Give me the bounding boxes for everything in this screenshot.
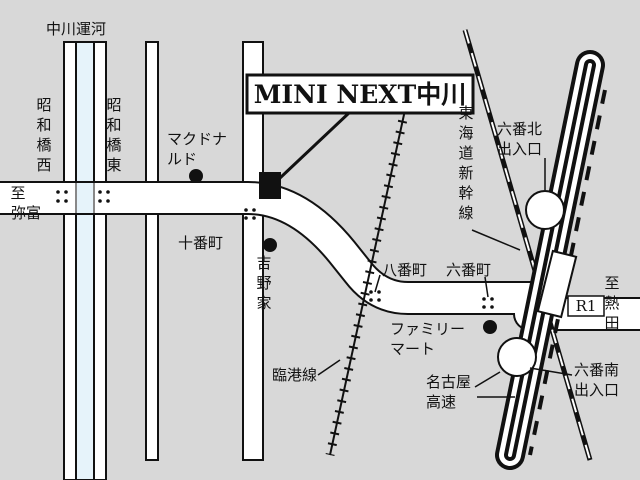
yoshinoya-label: 吉野家 bbox=[256, 254, 271, 312]
familymart-label: ファミリーマート bbox=[390, 320, 465, 358]
building bbox=[536, 249, 578, 319]
familymart-marker bbox=[483, 320, 497, 334]
nagoya-expressway-label: 名古屋高速 bbox=[426, 373, 471, 411]
store-title: MINI NEXT中川 bbox=[254, 80, 467, 109]
south-exit-label: 六番南出入口 bbox=[574, 361, 619, 399]
bridge-west-label: 昭和橋西 bbox=[36, 96, 51, 174]
store-location-marker bbox=[259, 172, 281, 199]
road-west-of-canal bbox=[63, 41, 77, 480]
route-r1-label: R1 bbox=[576, 297, 597, 315]
rinko-railway bbox=[325, 109, 410, 456]
north-exit-label: 六番北出入口 bbox=[497, 120, 542, 158]
to-atsuta-label: 至熱田 bbox=[604, 274, 619, 332]
north-exit-marker bbox=[525, 190, 565, 230]
rokubancho-label: 六番町 bbox=[446, 261, 491, 279]
nakagawa-canal bbox=[75, 41, 95, 480]
south-exit-marker bbox=[497, 337, 537, 377]
intersection-dots bbox=[56, 190, 494, 309]
to-yatomi-label: 至弥富 bbox=[10, 184, 41, 222]
route-r1-box bbox=[567, 295, 605, 317]
jubancho-label: 十番町 bbox=[178, 234, 223, 252]
main-road bbox=[0, 183, 640, 329]
road-east-of-canal bbox=[93, 41, 107, 480]
rinko-line-label: 臨港線 bbox=[272, 366, 317, 384]
mcdonalds-label: マクドナルド bbox=[167, 130, 227, 168]
hachibancho-label: 八番町 bbox=[382, 261, 427, 279]
shinkansen-label: 東海道新幹線 bbox=[458, 104, 473, 222]
store-title-box bbox=[245, 73, 475, 115]
mcdonalds-marker bbox=[189, 169, 203, 183]
yoshinoya-marker bbox=[263, 238, 277, 252]
road-n-s-east bbox=[242, 41, 264, 461]
store-callout-line bbox=[278, 110, 352, 180]
canal-under-bridge bbox=[77, 183, 93, 213]
shinkansen-railway bbox=[462, 29, 593, 461]
road-n-s-middle bbox=[145, 41, 159, 461]
canal-label: 中川運河 bbox=[46, 20, 106, 38]
leader-lines bbox=[317, 158, 573, 398]
bridge-east-label: 昭和橋東 bbox=[106, 96, 121, 174]
